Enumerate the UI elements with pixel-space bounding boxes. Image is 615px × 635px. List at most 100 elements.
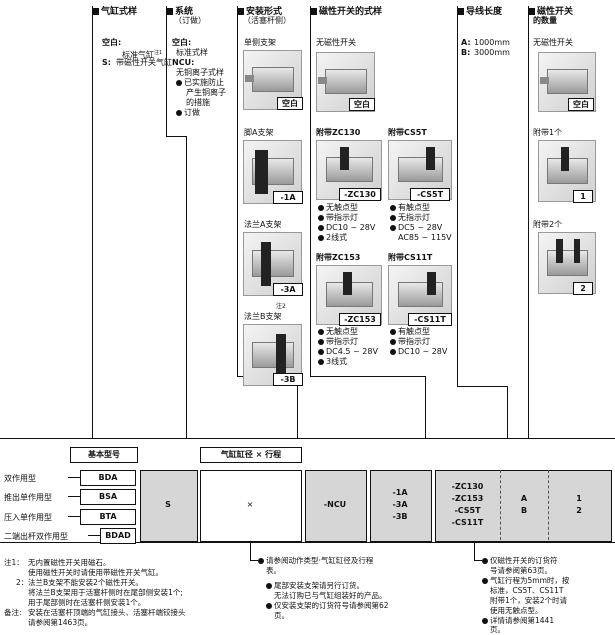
note-3-label: 备注: [4, 608, 22, 617]
sys-ncu-desc: 无铜离子式样 [176, 68, 224, 77]
qty-two-label: 附带2个 [533, 220, 563, 229]
row-label-0: 双作用型 [4, 474, 36, 483]
mid-note-1b: 表。 [266, 566, 281, 575]
note-2b: 将法兰B支架用于活塞杆侧时在尾部侧安装1个; [28, 588, 183, 597]
switch-zc153-f2: 带指示灯 [318, 337, 358, 347]
mount-flangeB-image [243, 324, 302, 386]
switch-cs5t-f4: AC85 ~ 115V [398, 233, 452, 242]
qty-none-label: 无磁性开关 [533, 38, 573, 47]
order-cell-bore [200, 470, 302, 542]
mount-flangeA-label: 法兰A支架 [244, 220, 282, 229]
mount-footA-label: 脚A支架 [244, 128, 274, 137]
order-switch-code-2: -CS5T [454, 506, 481, 515]
switch-zc153-f4: 3线式 [318, 357, 347, 367]
right-note-1b: 号请参阅第63页。 [490, 566, 553, 575]
switch-cs5t-f1: 有触点型 [390, 203, 430, 213]
mount-single-label: 单侧支架 [244, 38, 276, 47]
mount-single-tag: 空白 [277, 97, 303, 110]
mount-flangeA-tag: -3A [273, 283, 303, 296]
right-note-2c: 附带1个，安装2个时请 [490, 596, 568, 605]
sys-ncu-bullet1c: 的措施 [186, 98, 210, 107]
order-cell-switch-bg [435, 470, 612, 542]
row-label-2: 压入单作用型 [4, 513, 52, 522]
mid-note-2: 尾部安装支架请另行订货。 [266, 581, 364, 591]
sys-ncu-label: NCU: [172, 58, 195, 67]
qty-one-tag: 1 [573, 190, 593, 203]
sys-ncu-bullet1: 已实施防止 [176, 78, 224, 88]
note-2c: 用于尾部侧时在活塞杆侧安装1个。 [28, 598, 146, 607]
right-note-3: 详情请参阅第1441 [482, 616, 554, 626]
qty-two-tag: 2 [573, 282, 593, 295]
switch-cs5t-f2: 无指示灯 [390, 213, 430, 223]
model-code-bta: BTA [80, 509, 136, 525]
order-mount-code-0: -1A [392, 488, 408, 497]
switch-cs5t-tag: -CS5T [410, 188, 450, 201]
order-cell-x: × [246, 500, 254, 509]
switch-zc130-title: 附带ZC130 [316, 128, 361, 137]
order-cell-ncu: -NCU [323, 500, 347, 509]
mount-flangeB-tag: -3B [273, 373, 303, 386]
switch-cs5t-f3: DC5 ~ 28V [390, 223, 442, 233]
note-3: 安装在活塞杆顶端的气缸接头、活塞杆端铰接头 [28, 608, 186, 617]
header-lead-length: 导线长度 [457, 4, 502, 17]
mount-flangeB-label: 法兰B支架 [244, 312, 282, 321]
header-system-sub: （订做） [174, 16, 206, 25]
switch-zc153-title: 附带ZC153 [316, 253, 361, 262]
header-mounting-sub: （活塞杆侧） [243, 16, 291, 25]
order-cell-ncu-bg [305, 470, 367, 542]
model-code-bdad: BDAD [100, 528, 136, 544]
qty-one-label: 附带1个 [533, 128, 563, 137]
sys-blank-label: 空白: [172, 38, 192, 47]
order-qty-code-0: 1 [576, 494, 582, 503]
order-switch-code-0: -ZC130 [451, 482, 484, 491]
switch-cs11t-f1: 有触点型 [390, 327, 430, 337]
row-label-1: 推出单作用型 [4, 493, 52, 502]
basic-model-label: 基本型号 [70, 447, 138, 463]
note-1b: 使用磁性开关时请使用带磁性开关气缸。 [28, 568, 163, 577]
switch-cs11t-f2: 带指示灯 [390, 337, 430, 347]
right-note-3b: 页。 [490, 625, 505, 634]
switch-zc130-tag: -ZC130 [339, 188, 381, 201]
order-cell-s-bg [140, 470, 198, 542]
cyl-blank-label: 空白: [102, 38, 122, 47]
order-switch-code-1: -ZC153 [451, 494, 484, 503]
switch-zc130-f2: 带指示灯 [318, 213, 358, 223]
mid-note-2b: 无法订购已与气缸组装好的产品。 [274, 591, 387, 600]
lead-a-value: 1000mm [474, 38, 510, 47]
bore-stroke-label: 气缸缸径 × 行程 [200, 447, 302, 463]
model-code-bda: BDA [80, 470, 136, 486]
switch-none-tag: 空白 [349, 98, 375, 111]
switch-cs11t-f3: DC10 ~ 28V [390, 347, 447, 357]
note-1: 无内置磁性开关用磁石。 [28, 558, 111, 567]
note-2-label: 2： [16, 578, 29, 587]
switch-zc153-tag: -ZC153 [339, 313, 381, 326]
note-3b: 请参阅第1463页。 [28, 618, 93, 627]
switch-none-label: 无磁性开关 [316, 38, 356, 47]
right-note-2: 气缸行程为5mm时，按 [482, 576, 569, 586]
order-lead-code-0: A [520, 494, 528, 503]
header-mounting: 安装形式 [237, 4, 282, 17]
lead-b-label: B: [461, 48, 471, 57]
switch-zc130-f1: 无触点型 [318, 203, 358, 213]
order-mount-code-2: -3B [392, 512, 408, 521]
switch-cs11t-title: 附带CS11T [388, 253, 433, 262]
lead-a-label: A: [461, 38, 471, 47]
model-code-bsa: BSA [80, 489, 136, 505]
mount-flangeB-note: 注2 [276, 303, 286, 310]
mount-footA-tag: -1A [273, 191, 303, 204]
lead-b-value: 3000mm [474, 48, 510, 57]
header-switch-type: 磁性开关的式样 [310, 4, 382, 17]
row-label-3: 二端出杆双作用型 [4, 532, 68, 541]
mid-note-1: 请参阅动作类型·气缸缸径及行程 [258, 556, 373, 566]
header-switch-qty-sub: 的数量 [533, 16, 557, 25]
header-switch-qty: 磁性开关 [528, 4, 573, 17]
cyl-blank-desc: 标准气缸注1 [122, 50, 163, 60]
qty-none-image [538, 52, 596, 112]
right-note-1: 仅磁性开关的订货符 [482, 556, 558, 566]
switch-cs11t-tag: -CS11T [408, 313, 452, 326]
header-system: 系统 [166, 4, 193, 17]
switch-zc130-f3: DC10 ~ 28V [318, 223, 375, 233]
mount-footA-image [243, 140, 302, 204]
header-cylinder-type: 气缸式样 [92, 4, 137, 17]
sys-ncu-bullet1b: 产生铜离子 [186, 88, 226, 97]
